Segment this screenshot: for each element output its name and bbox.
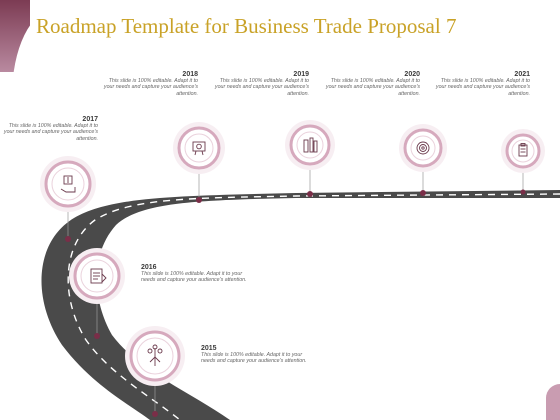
milestone-description: This slide is 100% editable. Adapt it to… [201, 352, 307, 365]
milestone-2018: 2018 This slide is 100% editable. Adapt … [102, 71, 198, 97]
milestone-year: 2016 [141, 264, 157, 271]
document-icon [90, 268, 107, 284]
road-dot-2015 [152, 411, 158, 417]
milestone-circle-2018 [173, 122, 225, 174]
milestone-year: 2017 [82, 116, 98, 123]
milestone-description: This slide is 100% editable. Adapt it to… [435, 78, 530, 97]
road-dot-2021 [520, 189, 526, 195]
road-dot-2017 [65, 236, 71, 242]
road-center-line [67, 193, 560, 420]
milestone-2017: 2017 This slide is 100% editable. Adapt … [2, 116, 98, 142]
road [41, 190, 560, 420]
tree-icon [147, 344, 163, 366]
milestone-year: 2019 [293, 71, 309, 78]
milestone-circle-2021 [501, 129, 545, 173]
milestone-year: 2015 [201, 345, 217, 352]
bottles-icon [303, 137, 318, 153]
milestone-2021: 2021 This slide is 100% editable. Adapt … [434, 71, 530, 97]
target-icon [416, 141, 430, 155]
milestone-description: This slide is 100% editable. Adapt it to… [214, 78, 309, 97]
road-dot-2016 [94, 333, 100, 339]
milestone-description: This slide is 100% editable. Adapt it to… [325, 78, 420, 97]
milestone-description: This slide is 100% editable. Adapt it to… [141, 271, 247, 284]
milestone-year: 2020 [404, 71, 420, 78]
milestone-2020: 2020 This slide is 100% editable. Adapt … [324, 71, 420, 97]
milestone-year: 2018 [182, 71, 198, 78]
page-title: Roadmap Template for Business Trade Prop… [36, 14, 457, 38]
hand-money-icon [60, 175, 76, 193]
milestone-2016: 2016 This slide is 100% editable. Adapt … [141, 264, 251, 284]
milestone-description: This slide is 100% editable. Adapt it to… [103, 78, 198, 97]
presentation-icon [192, 141, 206, 156]
milestone-2019: 2019 This slide is 100% editable. Adapt … [213, 71, 309, 97]
milestone-description: This slide is 100% editable. Adapt it to… [3, 123, 98, 142]
milestone-circle-2020 [399, 124, 447, 172]
corner-accent-bottom [546, 384, 560, 420]
milestone-year: 2021 [514, 71, 530, 78]
milestone-2015: 2015 This slide is 100% editable. Adapt … [201, 345, 311, 365]
road-dot-2018 [196, 197, 202, 203]
road-dot-2020 [420, 190, 426, 196]
clipboard-icon [518, 143, 528, 157]
road-dot-2019 [307, 191, 313, 197]
